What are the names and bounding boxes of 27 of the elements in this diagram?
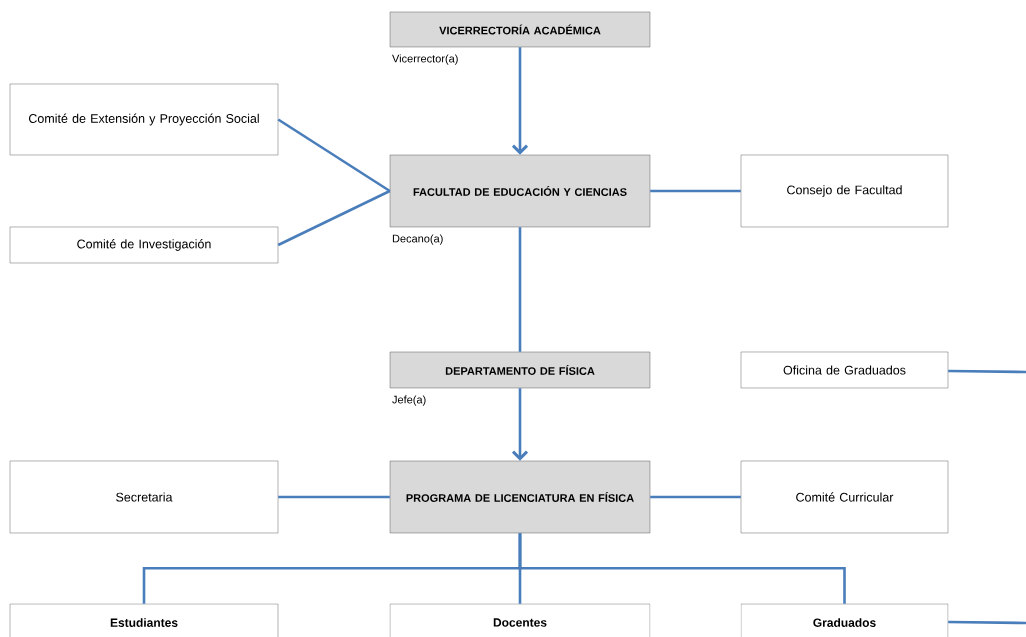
unit-box: FACULTAD DE EDUCACIÓN Y CIENCIAS (389, 154, 651, 228)
connector (278, 495, 390, 499)
role-label: Decano(a) (392, 234, 443, 245)
committee-box: Comité de Extensión y Proyección Social (9, 83, 279, 156)
connector (518, 227, 522, 352)
connector (650, 189, 741, 193)
member-box: Docentes (389, 603, 651, 637)
connector (650, 495, 741, 499)
connector (277, 189, 391, 247)
committee-box: Consejo de Facultad (740, 154, 949, 228)
connector (511, 388, 529, 461)
connector (511, 47, 529, 155)
role-label: Jefe(a) (392, 395, 426, 406)
member-box: Graduados (740, 603, 949, 637)
committee-box: Secretaria (9, 460, 279, 534)
committee-box: Oficina de Graduados (740, 351, 949, 389)
committee-box: Comité Curricular (740, 460, 949, 534)
connector (948, 369, 1026, 374)
member-box: Estudiantes (9, 603, 279, 637)
unit-box: PROGRAMA DE LICENCIATURA EN FÍSICA (389, 460, 651, 534)
unit-box: VICERRECTORÍA ACADÉMICA (389, 11, 651, 48)
connector (518, 533, 846, 604)
committee-box: Comité de Investigación (9, 226, 279, 264)
unit-box: DEPARTAMENTO DE FÍSICA (389, 351, 651, 389)
connector (948, 620, 1026, 625)
connector (277, 118, 391, 193)
role-label: Vicerrector(a) (392, 54, 458, 65)
